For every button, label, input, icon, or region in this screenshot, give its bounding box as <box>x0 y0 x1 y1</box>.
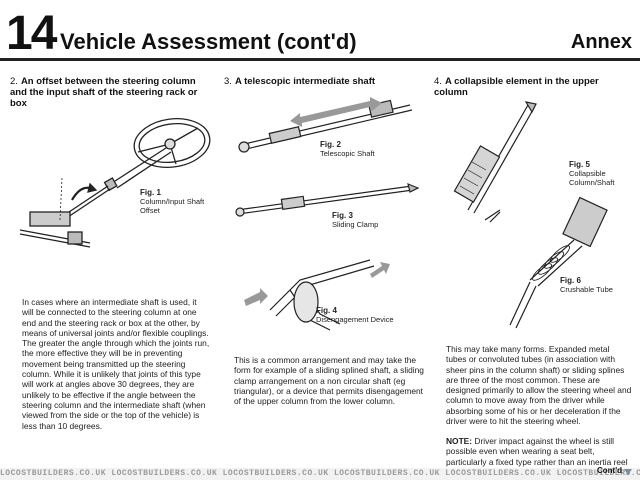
column-3-heading: 4.A collapsible element in the upper col… <box>434 76 634 98</box>
fig-1-caption: Fig. 1 Column/Input Shaft Offset <box>140 188 220 215</box>
fig-4-text: Disengagement Device <box>316 315 394 324</box>
fig-1-text: Column/Input Shaft Offset <box>140 197 205 215</box>
fig-5-text: Collapsible Column/Shaft <box>569 169 615 187</box>
fig-5-caption: Fig. 5 Collapsible Column/Shaft <box>569 160 635 187</box>
watermark-text: LOCOSTBUILDERS.CO.UK LOCOSTBUILDERS.CO.U… <box>0 469 640 478</box>
fig-6-label: Fig. 6 <box>560 276 581 285</box>
column-1-heading-text: An offset between the steering column an… <box>10 76 198 109</box>
fig-6-text: Crushable Tube <box>560 285 613 294</box>
fig-2-label: Fig. 2 <box>320 140 341 149</box>
column-2-number: 3. <box>224 76 232 87</box>
note-label: NOTE: <box>446 436 473 446</box>
continued-label: Cont'd <box>596 466 622 475</box>
fig-6-caption: Fig. 6 Crushable Tube <box>560 276 636 294</box>
column-2-heading-text: A telescopic intermediate shaft <box>234 76 376 87</box>
column-2-heading: 3.A telescopic intermediate shaft <box>224 76 414 87</box>
column-1-body: In cases where an intermediate shaft is … <box>22 297 210 431</box>
fig-4-caption: Fig. 4 Disengagement Device <box>316 306 396 324</box>
sliding-clamp-illustration <box>235 183 420 217</box>
column-3-number: 4. <box>434 76 442 87</box>
column-1-number: 2. <box>10 76 18 87</box>
column-2-body: This is a common arrangement and may tak… <box>234 355 424 407</box>
fig-4-label: Fig. 4 <box>316 306 337 315</box>
page-title: Vehicle Assessment (cont'd) <box>60 29 357 54</box>
fig-3-text: Sliding Clamp <box>332 220 379 229</box>
disengagement-device-illustration <box>244 259 390 331</box>
column-3-body: This may take many forms. Expanded metal… <box>446 344 632 427</box>
crushable-tube-illustration <box>484 196 608 329</box>
telescopic-shaft-illustration <box>238 97 413 153</box>
column-3-heading-text: A collapsible element in the upper colum… <box>434 76 599 98</box>
fig-3-caption: Fig. 3 Sliding Clamp <box>332 211 412 229</box>
header-rule <box>0 58 640 61</box>
continue-arrow-icon <box>624 469 632 475</box>
fig-2-text: Telescopic Shaft <box>320 149 375 158</box>
page-header: 14 Vehicle Assessment (cont'd) Annex <box>0 0 640 62</box>
footer-strip: LOCOSTBUILDERS.CO.UK LOCOSTBUILDERS.CO.U… <box>0 468 640 480</box>
fig-5-label: Fig. 5 <box>569 160 590 169</box>
steering-offset-illustration <box>19 118 211 248</box>
fig-2-caption: Fig. 2 Telescopic Shaft <box>320 140 400 158</box>
chapter-number: 14 <box>6 7 57 60</box>
collapsible-column-illustration <box>453 101 537 214</box>
section-label: Annex <box>570 31 632 53</box>
fig-1-label: Fig. 1 <box>140 188 161 197</box>
column-1-heading: 2.An offset between the steering column … <box>10 76 210 109</box>
fig-3-label: Fig. 3 <box>332 211 353 220</box>
